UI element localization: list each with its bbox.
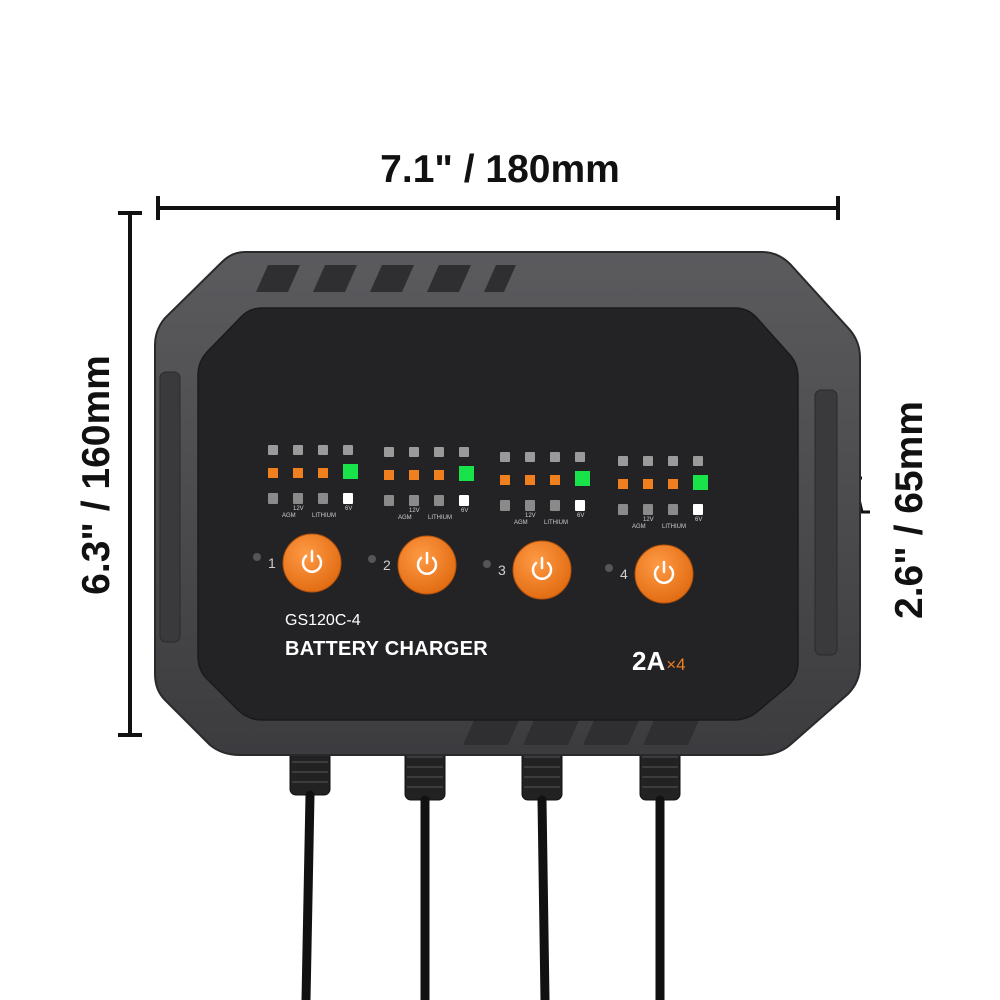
- battery-type-label: AGM: [282, 513, 296, 519]
- voltage-label: 12V: [525, 513, 536, 519]
- rating-value: 2A: [632, 646, 666, 676]
- status-battery-icon: [409, 447, 419, 457]
- voltage-label: 12V: [643, 517, 654, 523]
- height-dimension-line: [118, 211, 142, 737]
- status-led: [643, 479, 653, 489]
- front-panel: [197, 307, 799, 721]
- power-button-3[interactable]: [512, 540, 572, 600]
- mode-12v-icon: [409, 495, 419, 506]
- status-led: [293, 468, 303, 478]
- battery-type-label: LITHIUM: [544, 520, 568, 526]
- voltage-label: 6V: [345, 506, 353, 512]
- status-gauge-icon: [318, 445, 328, 455]
- battery-type-label: AGM: [514, 520, 528, 526]
- status-gauge-icon: [434, 447, 444, 457]
- mode-battery-icon: [268, 493, 278, 504]
- battery-type-label: LITHIUM: [312, 513, 336, 519]
- status-led: [550, 475, 560, 485]
- status-led: [668, 479, 678, 489]
- status-led: [525, 475, 535, 485]
- channel-group: [253, 445, 708, 604]
- power-icon: [653, 565, 675, 584]
- status-battery-icon: [293, 445, 303, 455]
- channel-indicator-dot: [605, 564, 613, 572]
- status-led: [268, 468, 278, 478]
- output-cables: [289, 739, 681, 1000]
- product-title: BATTERY CHARGER: [285, 638, 489, 660]
- mode-6v-icon: [693, 504, 703, 515]
- charged-led: [575, 471, 590, 486]
- channel-number-label: 3: [498, 562, 506, 578]
- power-button-1[interactable]: [282, 533, 342, 593]
- channel-number-label: 2: [383, 557, 391, 573]
- status-full-icon: [575, 452, 585, 462]
- top-vents: [256, 265, 516, 292]
- battery-type-label: LITHIUM: [428, 515, 452, 521]
- battery-type-label: AGM: [632, 524, 646, 530]
- channel-number-label: 1: [268, 555, 276, 571]
- charged-led: [343, 464, 358, 479]
- status-gauge-icon: [550, 452, 560, 462]
- mode-6v-icon: [343, 493, 353, 504]
- rating-multiplier: ×4: [666, 655, 686, 674]
- status-led: [384, 470, 394, 480]
- mode-battery-icon: [384, 495, 394, 506]
- status-full-icon: [343, 445, 353, 455]
- voltage-label: 6V: [577, 513, 585, 519]
- power-icon: [416, 556, 438, 575]
- status-volt-icon: [384, 447, 394, 457]
- channel-indicator-dot: [483, 560, 491, 568]
- status-led: [434, 470, 444, 480]
- charged-led: [693, 475, 708, 490]
- channel-indicator-dot: [253, 553, 261, 561]
- battery-type-label: AGM: [398, 515, 412, 521]
- status-volt-icon: [268, 445, 278, 455]
- mode-6v-icon: [575, 500, 585, 511]
- mode-lithium-icon: [550, 500, 560, 511]
- bottom-vents: [463, 718, 700, 745]
- mode-lithium-icon: [318, 493, 328, 504]
- status-full-icon: [693, 456, 703, 466]
- status-volt-icon: [500, 452, 510, 462]
- power-button-4[interactable]: [634, 544, 694, 604]
- mode-12v-icon: [643, 504, 653, 515]
- status-battery-icon: [525, 452, 535, 462]
- channel-number-label: 4: [620, 566, 628, 582]
- power-button-2[interactable]: [397, 535, 457, 595]
- power-icon: [531, 561, 553, 580]
- mode-12v-icon: [293, 493, 303, 504]
- mode-battery-icon: [500, 500, 510, 511]
- status-led: [409, 470, 419, 480]
- voltage-label: 12V: [293, 506, 304, 512]
- width-dimension-line: [156, 196, 840, 220]
- mode-battery-icon: [618, 504, 628, 515]
- mode-12v-icon: [525, 500, 535, 511]
- left-side-grip: [159, 371, 181, 643]
- output-rating: 2A×4: [632, 646, 686, 677]
- status-led: [618, 479, 628, 489]
- status-led: [500, 475, 510, 485]
- channel-indicator-dot: [368, 555, 376, 563]
- status-battery-icon: [643, 456, 653, 466]
- status-volt-icon: [618, 456, 628, 466]
- mode-6v-icon: [459, 495, 469, 506]
- charged-led: [459, 466, 474, 481]
- battery-type-label: LITHIUM: [662, 524, 686, 530]
- voltage-label: 6V: [695, 517, 703, 523]
- status-gauge-icon: [668, 456, 678, 466]
- voltage-label: 6V: [461, 508, 469, 514]
- right-side-grip: [814, 389, 838, 656]
- power-icon: [301, 554, 323, 573]
- model-number: GS120C-4: [285, 612, 361, 629]
- width-dimension-label: 7.1" / 180mm: [380, 148, 620, 191]
- status-full-icon: [459, 447, 469, 457]
- voltage-label: 12V: [409, 508, 420, 514]
- mode-lithium-icon: [668, 504, 678, 515]
- status-led: [318, 468, 328, 478]
- mode-lithium-icon: [434, 495, 444, 506]
